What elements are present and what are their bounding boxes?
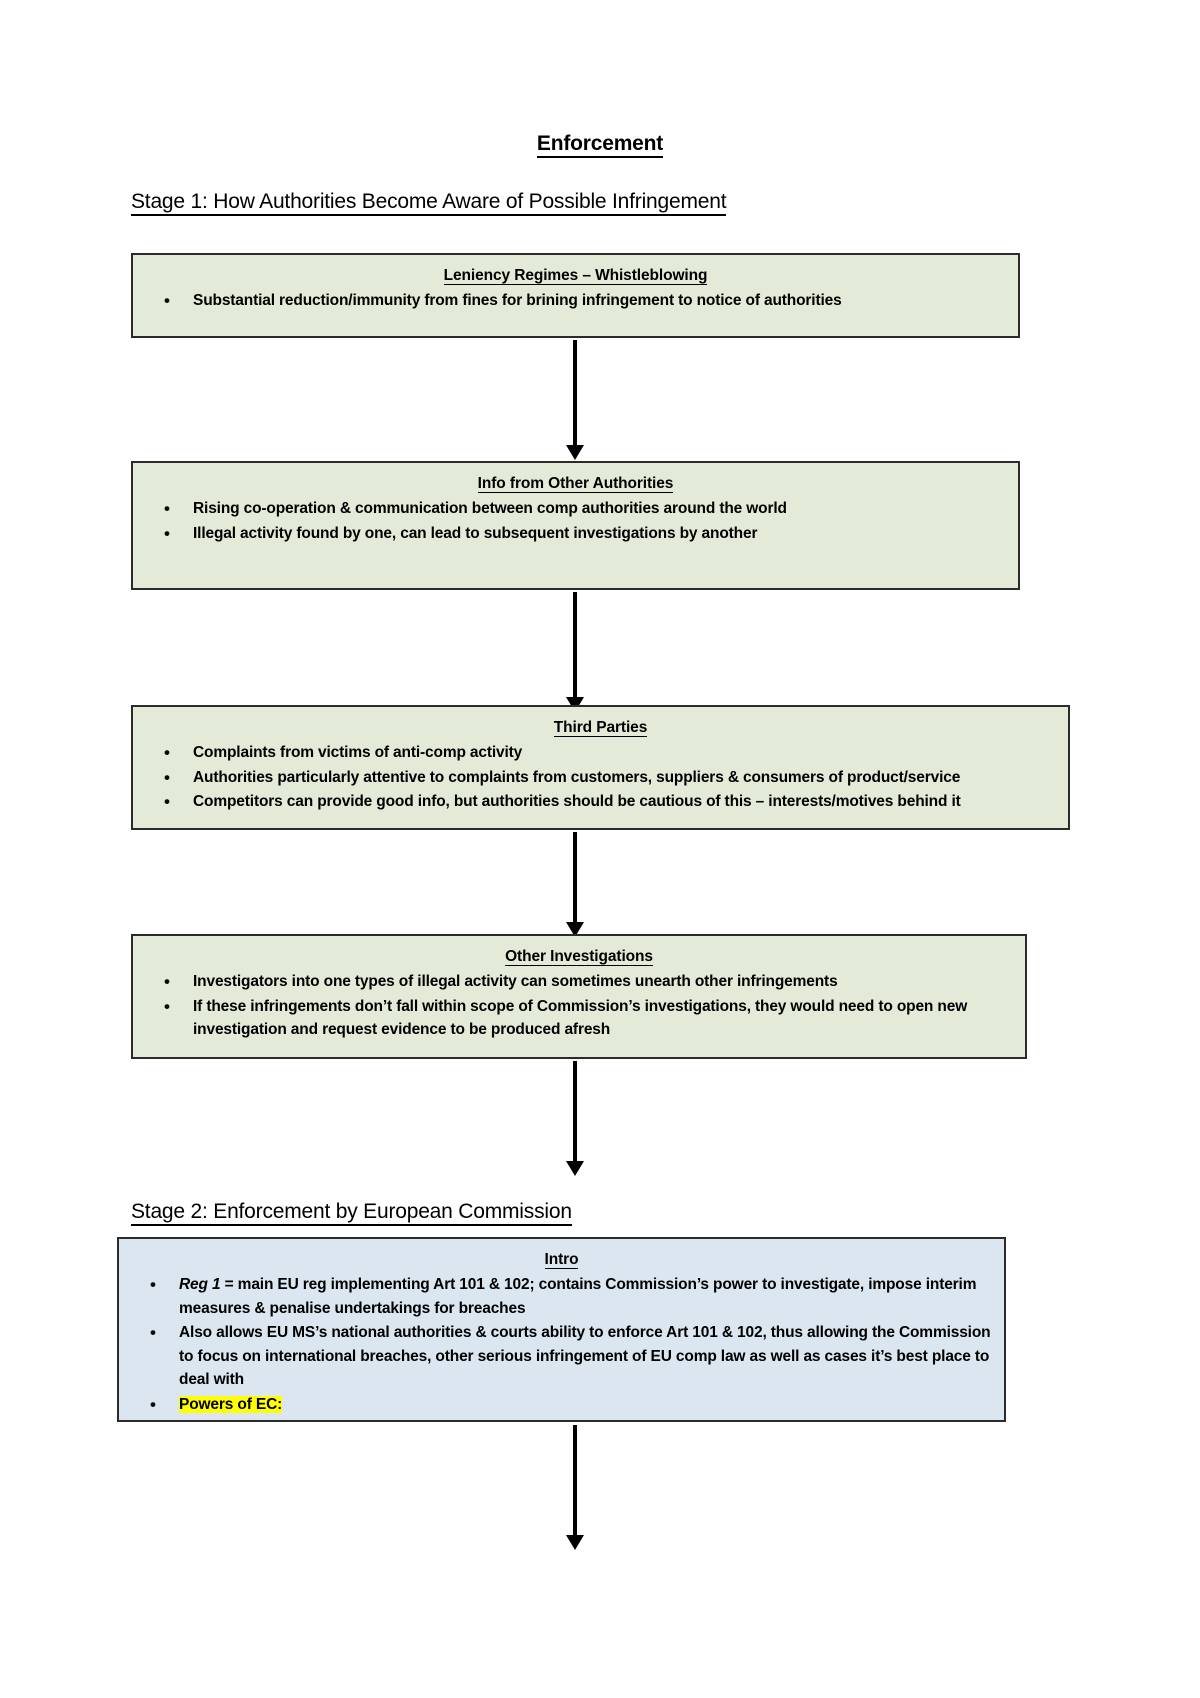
list-item: Authorities particularly attentive to co…	[143, 765, 1058, 790]
box-title-leniency-regimes: Leniency Regimes – Whistleblowing	[143, 267, 1008, 285]
stage-1-heading-text: Stage 1: How Authorities Become Aware of…	[131, 190, 727, 216]
list-item: Competitors can provide good info, but a…	[143, 789, 1058, 814]
bullet-list-third-parties: Complaints from victims of anti-comp act…	[143, 740, 1058, 814]
page-title: Enforcement	[0, 132, 1200, 158]
flow-box-intro: Intro Reg 1 = main EU reg implementing A…	[117, 1237, 1006, 1422]
list-item: Rising co-operation & communication betw…	[143, 496, 1008, 521]
bullet-list-leniency-regimes: Substantial reduction/immunity from fine…	[143, 288, 1008, 313]
box-title-text: Third Parties	[553, 719, 648, 737]
list-item-text: Also allows EU MS’s national authorities…	[179, 1324, 991, 1389]
stage-2-heading-text: Stage 2: Enforcement by European Commiss…	[131, 1200, 572, 1226]
flow-arrow-1	[566, 340, 584, 460]
box-title-intro: Intro	[129, 1251, 994, 1269]
list-item-emphasis: Reg 1	[179, 1276, 221, 1293]
bullet-list-info-other-authorities: Rising co-operation & communication betw…	[143, 496, 1008, 546]
stage-2-heading: Stage 2: Enforcement by European Commiss…	[131, 1200, 572, 1226]
box-title-info-other-authorities: Info from Other Authorities	[143, 475, 1008, 493]
list-item: Substantial reduction/immunity from fine…	[143, 288, 1008, 313]
flow-box-info-other-authorities: Info from Other Authorities Rising co-op…	[131, 461, 1020, 590]
flow-arrow-4	[566, 1061, 584, 1176]
flow-arrow-2	[566, 592, 584, 712]
highlighted-text: Powers of EC:	[179, 1395, 283, 1413]
box-title-text: Other Investigations	[505, 948, 653, 966]
box-title-third-parties: Third Parties	[143, 719, 1058, 737]
list-item: Also allows EU MS’s national authorities…	[129, 1320, 994, 1392]
box-title-text: Leniency Regimes – Whistleblowing	[443, 267, 708, 285]
flow-arrow-3	[566, 832, 584, 937]
list-item: If these infringements don’t fall within…	[143, 994, 1015, 1042]
box-title-text: Intro	[544, 1251, 579, 1269]
list-item: Investigators into one types of illegal …	[143, 969, 1015, 994]
flow-arrow-5	[566, 1425, 584, 1550]
list-item: Powers of EC:	[129, 1392, 994, 1417]
flow-box-leniency-regimes: Leniency Regimes – Whistleblowing Substa…	[131, 253, 1020, 338]
list-item: Illegal activity found by one, can lead …	[143, 521, 1008, 546]
page-title-text: Enforcement	[536, 132, 663, 158]
flow-box-third-parties: Third Parties Complaints from victims of…	[131, 705, 1070, 830]
box-title-other-investigations: Other Investigations	[143, 948, 1015, 966]
list-item: Complaints from victims of anti-comp act…	[143, 740, 1058, 765]
list-item-text: = main EU reg implementing Art 101 & 102…	[179, 1276, 977, 1317]
list-item: Reg 1 = main EU reg implementing Art 101…	[129, 1272, 994, 1320]
bullet-list-intro: Reg 1 = main EU reg implementing Art 101…	[129, 1272, 994, 1417]
stage-1-heading: Stage 1: How Authorities Become Aware of…	[131, 190, 727, 216]
flow-box-other-investigations: Other Investigations Investigators into …	[131, 934, 1027, 1059]
box-title-text: Info from Other Authorities	[477, 475, 674, 493]
bullet-list-other-investigations: Investigators into one types of illegal …	[143, 969, 1015, 1042]
